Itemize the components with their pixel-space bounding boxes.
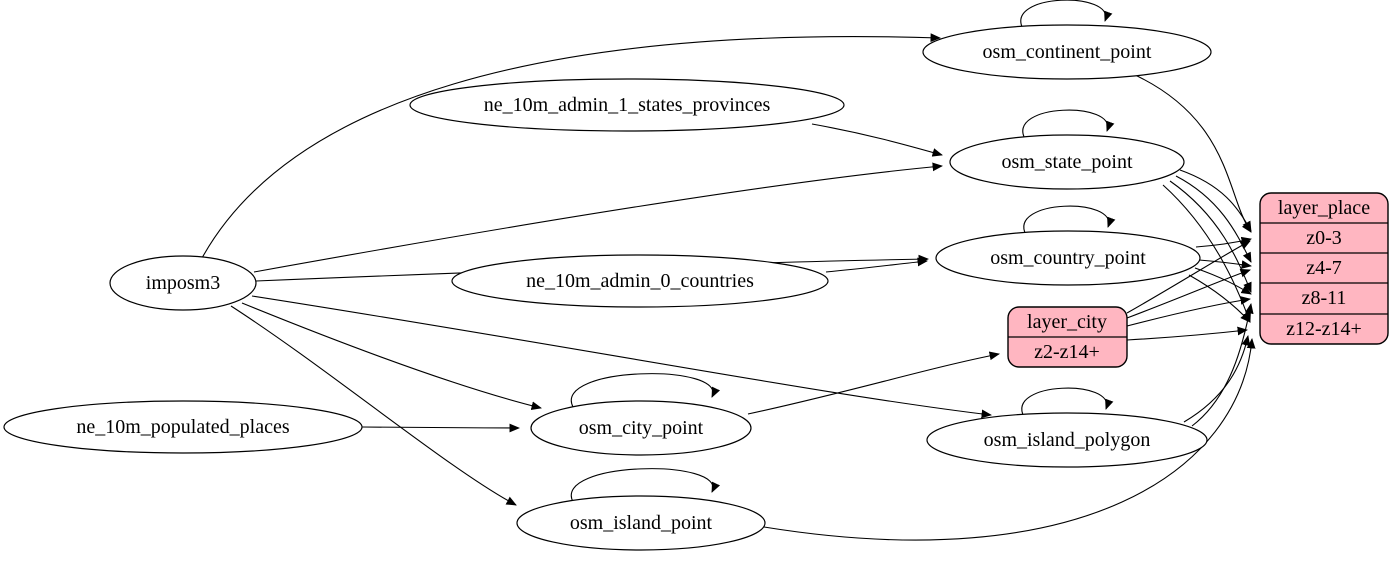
edge-imposm3-osm_state_point [253,162,943,273]
osm-state-point-label: osm_state_point [1001,151,1133,173]
edge-imposm3-osm_continent_point [201,33,941,259]
node-osm-island-point: osm_island_point [516,495,766,551]
layer-place-row-z0-3: z0-3 [1306,227,1342,249]
edge-osm_city_point-layer_city-z2-z14 [747,351,1000,415]
edge-ne_10m_admin_1_states_provinces-osm_state_point [811,123,943,157]
edge-self-osm_country_point [1023,205,1116,236]
node-ne-10m-populated-places: ne_10m_populated_places [3,400,363,454]
edge-self-osm_island_polygon [1021,387,1114,418]
edge-ne_10m_populated_places-osm_city_point [361,423,520,433]
node-osm-city-point: osm_city_point [530,400,752,456]
layer-city-row-z2-z14: z2-z14+ [1034,341,1100,363]
node-osm-state-point: osm_state_point [949,134,1185,190]
edge-self-osm_island_point [570,468,720,503]
edge-osm_country_point-layer_place-z4-7 [1198,259,1252,269]
edge-osm_state_point-layer_place-z8-11 [1169,180,1252,293]
edge-osm_country_point-layer_place-z0-3 [1195,236,1252,248]
edge-ne_10m_admin_0_countries-osm_country_point [825,257,928,273]
edge-layer_city-layer_place-z12-z14 [1126,326,1248,341]
layer-place-row-z4-7: z4-7 [1306,257,1342,279]
imposm3-shape [109,255,257,311]
edges-layer [201,0,1256,541]
node-ne-10m-admin-1-states-provinces: ne_10m_admin_1_states_provinces [409,78,845,132]
edge-osm_state_point-layer_place-z0-3 [1179,169,1252,232]
layer-place-title: layer_place [1278,197,1370,219]
osm-state-point-shape [949,134,1185,190]
table-layer-place: layer_place z0-3 z4-7 z8-11 z12-z14+ [1259,192,1389,345]
edge-layer_city-layer_place-z4-7 [1126,268,1251,319]
edge-imposm3-osm_island_polygon [251,295,992,419]
edge-osm_island_point-layer_place-z12-z14 [763,338,1256,541]
layer-place-shape [1259,192,1389,345]
edge-osm_country_point-layer_place-z8-11 [1194,267,1252,295]
edge-self-osm_continent_point [1020,0,1113,30]
ne-10m-populated-places-label: ne_10m_populated_places [76,416,289,438]
edge-imposm3-osm_island_point [230,305,517,506]
ne-10m-admin-1-shape [409,78,845,132]
edge-osm_state_point-layer_place-z4-7 [1175,175,1252,263]
imposm3-label: imposm3 [146,272,220,294]
osm-island-point-shape [516,495,766,551]
osm-continent-point-label: osm_continent_point [983,41,1152,63]
osm-island-polygon-label: osm_island_polygon [984,429,1151,451]
edge-self-osm_city_point [570,373,720,408]
edge-self-osm_state_point [1022,109,1115,140]
layer-place-row-z8-11: z8-11 [1302,287,1347,309]
node-imposm3: imposm3 [109,255,257,311]
osm-country-point-label: osm_country_point [990,247,1146,269]
ne-10m-admin-0-shape [451,254,829,308]
osm-island-polygon-shape [926,412,1208,468]
osm-city-point-label: osm_city_point [579,417,704,439]
node-osm-country-point: osm_country_point [935,230,1201,286]
edge-imposm3-osm_city_point [241,302,542,411]
edge-osm_island_polygon-layer_place-z8-11 [1191,303,1254,427]
node-ne-10m-admin-0-countries: ne_10m_admin_0_countries [451,254,829,308]
ne-10m-admin-1-label: ne_10m_admin_1_states_provinces [484,94,771,116]
node-osm-continent-point: osm_continent_point [922,24,1212,80]
edge-layer_city-layer_place-z0-3 [1126,240,1251,314]
osm-city-point-shape [530,400,752,456]
ne-10m-populated-places-shape [3,400,363,454]
osm-island-point-label: osm_island_point [570,512,713,534]
ne-10m-admin-0-label: ne_10m_admin_0_countries [526,270,754,292]
table-layer-city: layer_city z2-z14+ [1007,306,1128,368]
layer-city-title: layer_city [1027,311,1107,333]
edge-osm_country_point-layer_place-z12-z14 [1188,274,1251,323]
osm-continent-point-shape [922,24,1212,80]
osm-country-point-shape [935,230,1201,286]
node-osm-island-polygon: osm_island_polygon [926,412,1208,468]
edge-osm_island_polygon-layer_place-z12-z14 [1183,335,1251,423]
edge-layer_city-layer_place-z8-11 [1126,296,1251,327]
layer-place-row-z12-z14: z12-z14+ [1286,318,1362,340]
